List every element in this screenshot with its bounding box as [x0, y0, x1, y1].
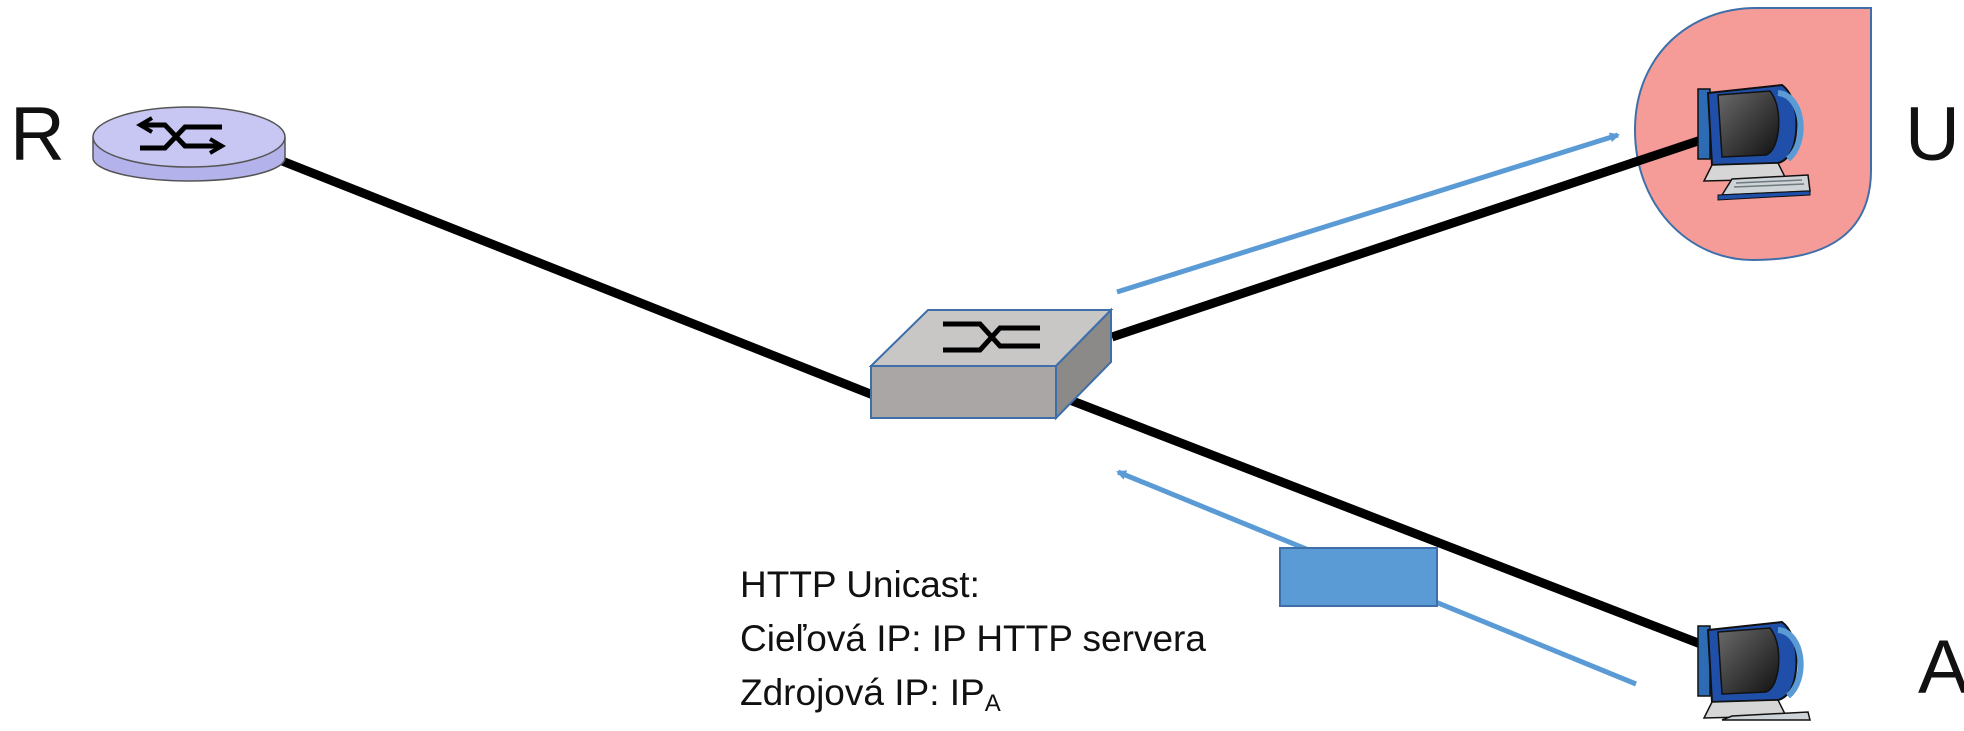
user-host-label: U: [1905, 92, 1960, 177]
computer-icon: [1697, 620, 1811, 721]
router-icon: [92, 106, 286, 182]
packet-line-protocol: HTTP Unicast:: [740, 564, 980, 605]
router-label: R: [10, 92, 65, 177]
attacker-host-label: A: [1918, 625, 1964, 710]
packet-line-source: Zdrojová IP: IPA: [740, 666, 1206, 731]
packet-source-prefix: Zdrojová IP: IP: [740, 672, 985, 713]
computer-icon: [1697, 83, 1811, 201]
packet-box: [1279, 547, 1438, 607]
link-router-switch: [270, 152, 875, 400]
link-switch-attacker: [1055, 390, 1713, 653]
switch-icon: [868, 307, 1114, 421]
packet-line-destination: Cieľová IP: IP HTTP servera: [740, 618, 1206, 659]
packet-source-subscript: A: [984, 690, 1001, 717]
arrow-to-user: [1116, 132, 1620, 295]
packet-description: HTTP Unicast: Cieľová IP: IP HTTP server…: [740, 558, 1206, 731]
link-switch-user: [1110, 132, 1712, 342]
